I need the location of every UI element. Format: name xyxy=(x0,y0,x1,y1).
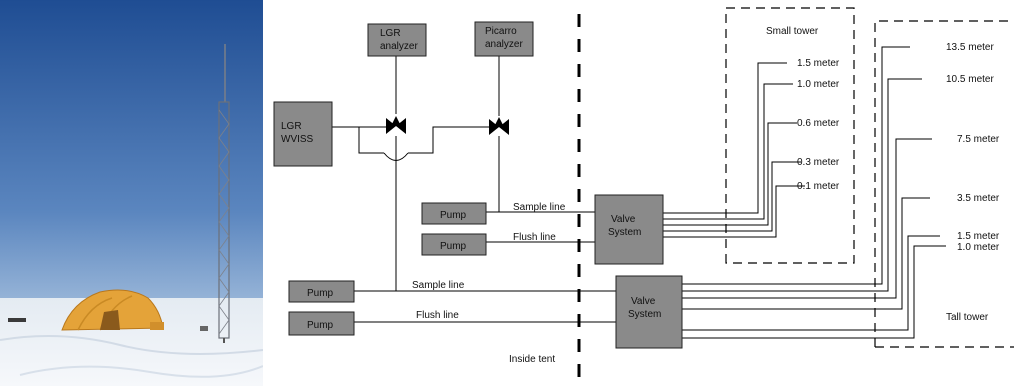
lgr-analyzer-label-2: analyzer xyxy=(380,41,418,52)
small-tower-height-label: 0.6 meter xyxy=(797,118,840,129)
picarro-analyzer-label-1: Picarro xyxy=(485,26,517,37)
valve-icon xyxy=(489,117,509,135)
valve-system-small-label-2: System xyxy=(608,227,641,238)
small-tower-height-label: 1.0 meter xyxy=(797,79,840,90)
pump-label: Pump xyxy=(440,210,467,221)
valve-system-tall-label-2: System xyxy=(628,309,661,320)
inside-tent-label: Inside tent xyxy=(509,354,555,365)
tall-tower-height-label: 13.5 meter xyxy=(946,42,994,53)
pump-label: Pump xyxy=(307,320,334,331)
lgr-wviss-label-2: WVISS xyxy=(281,134,314,145)
tall-tower-title: Tall tower xyxy=(946,312,989,323)
lgr-analyzer-label-1: LGR xyxy=(380,28,401,39)
tall-sample-line-label: Sample line xyxy=(412,280,465,291)
small-tower-height-label: 0.3 meter xyxy=(797,157,840,168)
tall-flush-line-label: Flush line xyxy=(416,310,459,321)
valve-system-small-label-1: Valve xyxy=(611,214,636,225)
tall-tower-height-label: 7.5 meter xyxy=(957,134,1000,145)
pump-label: Pump xyxy=(440,241,467,252)
tall-tower-height-label: 10.5 meter xyxy=(946,74,994,85)
lgr-wviss-label-1: LGR xyxy=(281,121,302,132)
small-tower-height-label: 0.1 meter xyxy=(797,181,840,192)
tall-tower-height-label: 1.0 meter xyxy=(957,242,1000,253)
tall-tower-height-label: 1.5 meter xyxy=(957,231,1000,242)
picarro-analyzer-label-2: analyzer xyxy=(485,39,523,50)
pump-label: Pump xyxy=(307,288,334,299)
small-sample-line-label: Sample line xyxy=(513,202,566,213)
small-flush-line-label: Flush line xyxy=(513,232,556,243)
valve-system-tall-label-1: Valve xyxy=(631,296,656,307)
valve-icon xyxy=(386,116,406,134)
small-tower-title: Small tower xyxy=(766,26,819,37)
small-tower-height-label: 1.5 meter xyxy=(797,58,840,69)
tall-tower-height-label: 3.5 meter xyxy=(957,193,1000,204)
